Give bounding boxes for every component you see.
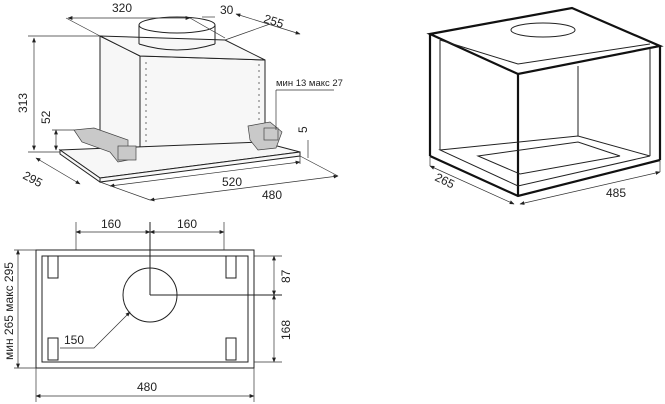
ext-line-255 — [224, 23, 271, 41]
dim-label-height: 313 — [16, 93, 30, 113]
top-inner-rect — [41, 255, 249, 363]
dim-label-depth-range: мин 265 макс 295 — [2, 262, 16, 360]
slot-bottom-left — [47, 337, 59, 361]
dim-label-width-top: 320 — [112, 1, 132, 15]
dim-label-base-depth: 295 — [21, 168, 46, 190]
outlet-bottom-arc — [138, 43, 216, 51]
outlet-top-ellipse — [138, 16, 216, 34]
clamp-left — [117, 145, 137, 161]
ext-line-480-a — [99, 181, 151, 201]
hood-side-view: 320 30 255 313 52 295 520 480 мин 13 мак — [16, 1, 343, 202]
dim-label-bracket-height: 52 — [39, 110, 53, 124]
dim-label-offset-right: 160 — [177, 217, 197, 231]
cabinet-cutout — [476, 141, 621, 175]
slot-top-left — [47, 255, 59, 279]
ext-line-320-a — [65, 17, 101, 37]
diameter-leader — [60, 311, 131, 349]
dim-label-offset-left: 160 — [101, 217, 121, 231]
ext-line-320-b — [189, 17, 226, 39]
note-panel-range: мин 13 макс 27 — [276, 78, 343, 89]
cabinet-top-outer — [426, 6, 664, 76]
hood-body-top — [99, 35, 266, 61]
dim-label-offset-top: 87 — [279, 269, 293, 283]
dim-label-total-width: 480 — [262, 188, 282, 202]
slot-bottom-right — [225, 337, 237, 361]
dim-line-520 — [109, 160, 301, 188]
dim-label-bottom-width: 520 — [222, 175, 242, 189]
dim-label-depth-top: 255 — [262, 12, 286, 32]
dim-label-cabinet-width: 485 — [606, 186, 626, 200]
cabinet-inner-shelf — [438, 135, 651, 187]
dim-label-outlet-diameter: 150 — [64, 333, 84, 347]
dim-label-outlet-offset: 30 — [220, 3, 234, 17]
top-outer-rect — [35, 249, 255, 369]
slot-top-right — [225, 255, 237, 279]
dim-line-485 — [519, 171, 661, 205]
clamp-right — [263, 127, 279, 141]
dim-line-480 — [149, 174, 339, 202]
dim-label-panel-thickness: 5 — [296, 126, 310, 133]
cabinet-inner-top — [439, 39, 651, 65]
ext-line-480-b — [299, 155, 339, 177]
cabinet-duct-hole — [510, 22, 576, 38]
dim-line-295 — [35, 157, 81, 185]
cabinet-view: 265 485 — [426, 6, 664, 205]
dim-label-top-width: 480 — [137, 380, 157, 394]
dim-label-offset-bottom: 168 — [279, 320, 293, 340]
dim-line-265 — [429, 165, 515, 205]
hood-top-view: 160 160 150 87 168 мин 265 макс 295 480 — [2, 217, 293, 402]
dim-line-255 — [235, 13, 301, 35]
dim-label-cabinet-depth: 265 — [433, 170, 457, 192]
